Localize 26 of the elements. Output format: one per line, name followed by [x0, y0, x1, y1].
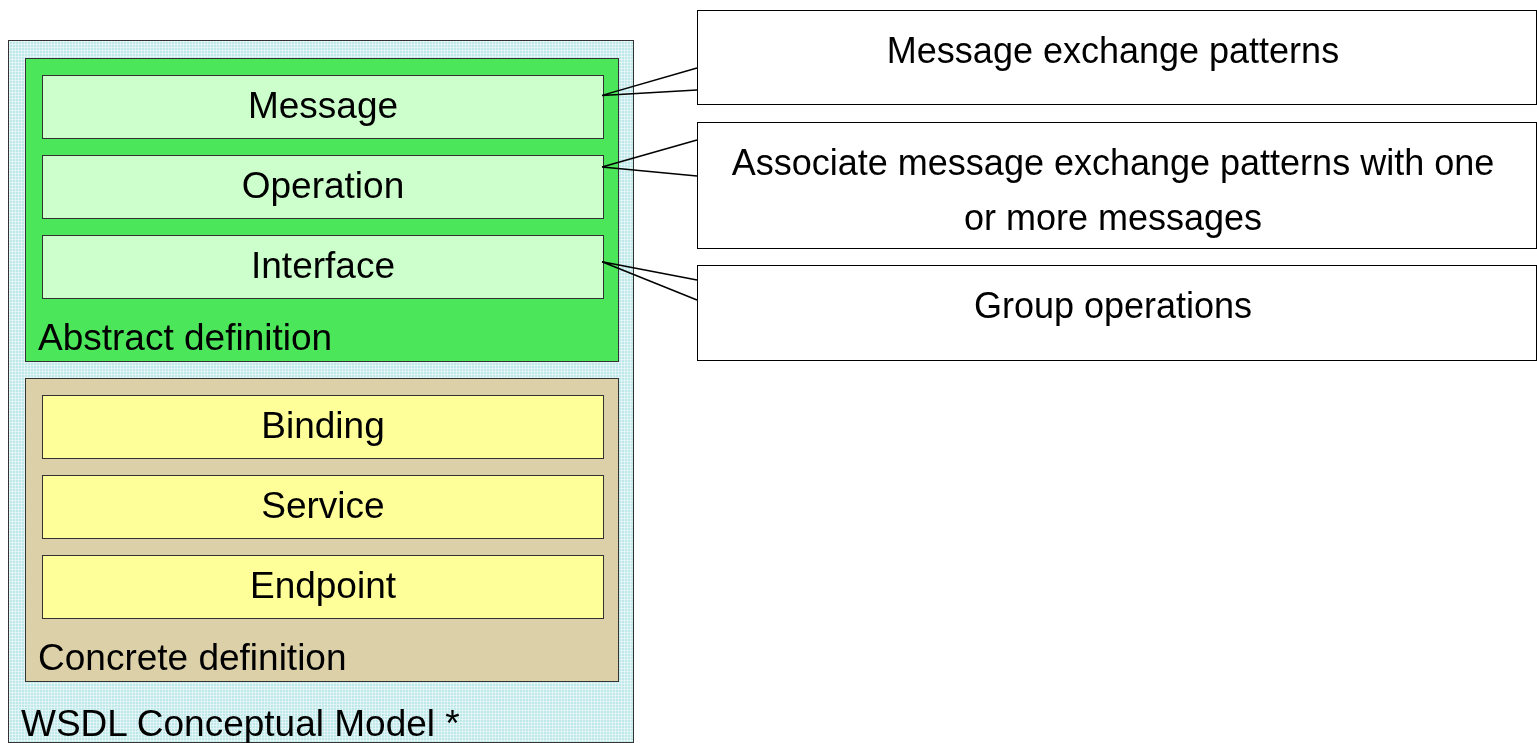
- model-panel: [8, 40, 634, 743]
- component-box: [42, 395, 604, 459]
- component-box: [42, 155, 604, 219]
- callout-pointer: [601, 67, 698, 97]
- callout-box: [697, 122, 1537, 249]
- callout-pointer: [601, 139, 698, 177]
- component-label: Operation: [240, 164, 406, 208]
- component-label: Message: [246, 84, 400, 128]
- section-title: Abstract definition: [38, 318, 333, 358]
- callout-box: [697, 10, 1537, 105]
- component-label: Service: [260, 484, 386, 528]
- component-box: [42, 235, 604, 299]
- callout-text: Associate message exchange patterns with one or more messages: [730, 141, 1496, 240]
- component-label: Endpoint: [248, 564, 398, 608]
- component-box: [42, 555, 604, 619]
- component-box: [42, 75, 604, 139]
- callout-box: [697, 265, 1537, 361]
- callout-text: Group operations: [972, 284, 1254, 328]
- callout-text: Message exchange patterns: [885, 29, 1341, 73]
- component-box: [42, 475, 604, 539]
- definition-panel: [25, 58, 619, 362]
- component-label: Binding: [260, 404, 386, 448]
- definition-panel: [25, 378, 619, 682]
- section-title: Concrete definition: [38, 638, 347, 678]
- component-label: Interface: [250, 244, 396, 288]
- callout-pointer: [601, 261, 698, 301]
